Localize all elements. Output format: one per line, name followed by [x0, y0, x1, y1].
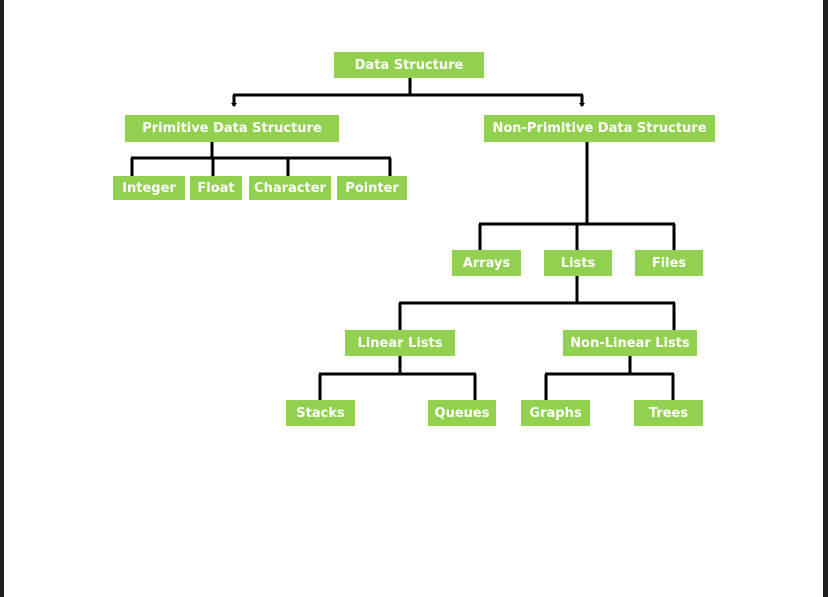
node-stacks: Stacks — [286, 400, 355, 426]
node-float: Float — [190, 176, 242, 200]
node-trees: Trees — [634, 400, 703, 426]
node-queues: Queues — [428, 400, 496, 426]
node-integer: Integer — [113, 176, 185, 200]
node-primitive-data-structure: Primitive Data Structure — [125, 115, 339, 142]
node-pointer: Pointer — [337, 176, 407, 200]
node-non-linear-lists: Non-Linear Lists — [563, 330, 697, 356]
node-arrays: Arrays — [452, 250, 521, 276]
node-lists: Lists — [544, 250, 612, 276]
connector-lines — [130, 78, 676, 400]
node-linear-lists: Linear Lists — [345, 330, 455, 356]
node-files: Files — [635, 250, 703, 276]
arrowhead-primitive — [231, 103, 237, 107]
node-graphs: Graphs — [521, 400, 590, 426]
node-data-structure: Data Structure — [334, 52, 484, 78]
arrowhead-non-primitive — [579, 103, 585, 107]
diagram-canvas: Data Structure Primitive Data Structure … — [4, 0, 823, 597]
node-character: Character — [249, 176, 331, 200]
node-non-primitive-data-structure: Non-Primitive Data Structure — [484, 115, 715, 142]
